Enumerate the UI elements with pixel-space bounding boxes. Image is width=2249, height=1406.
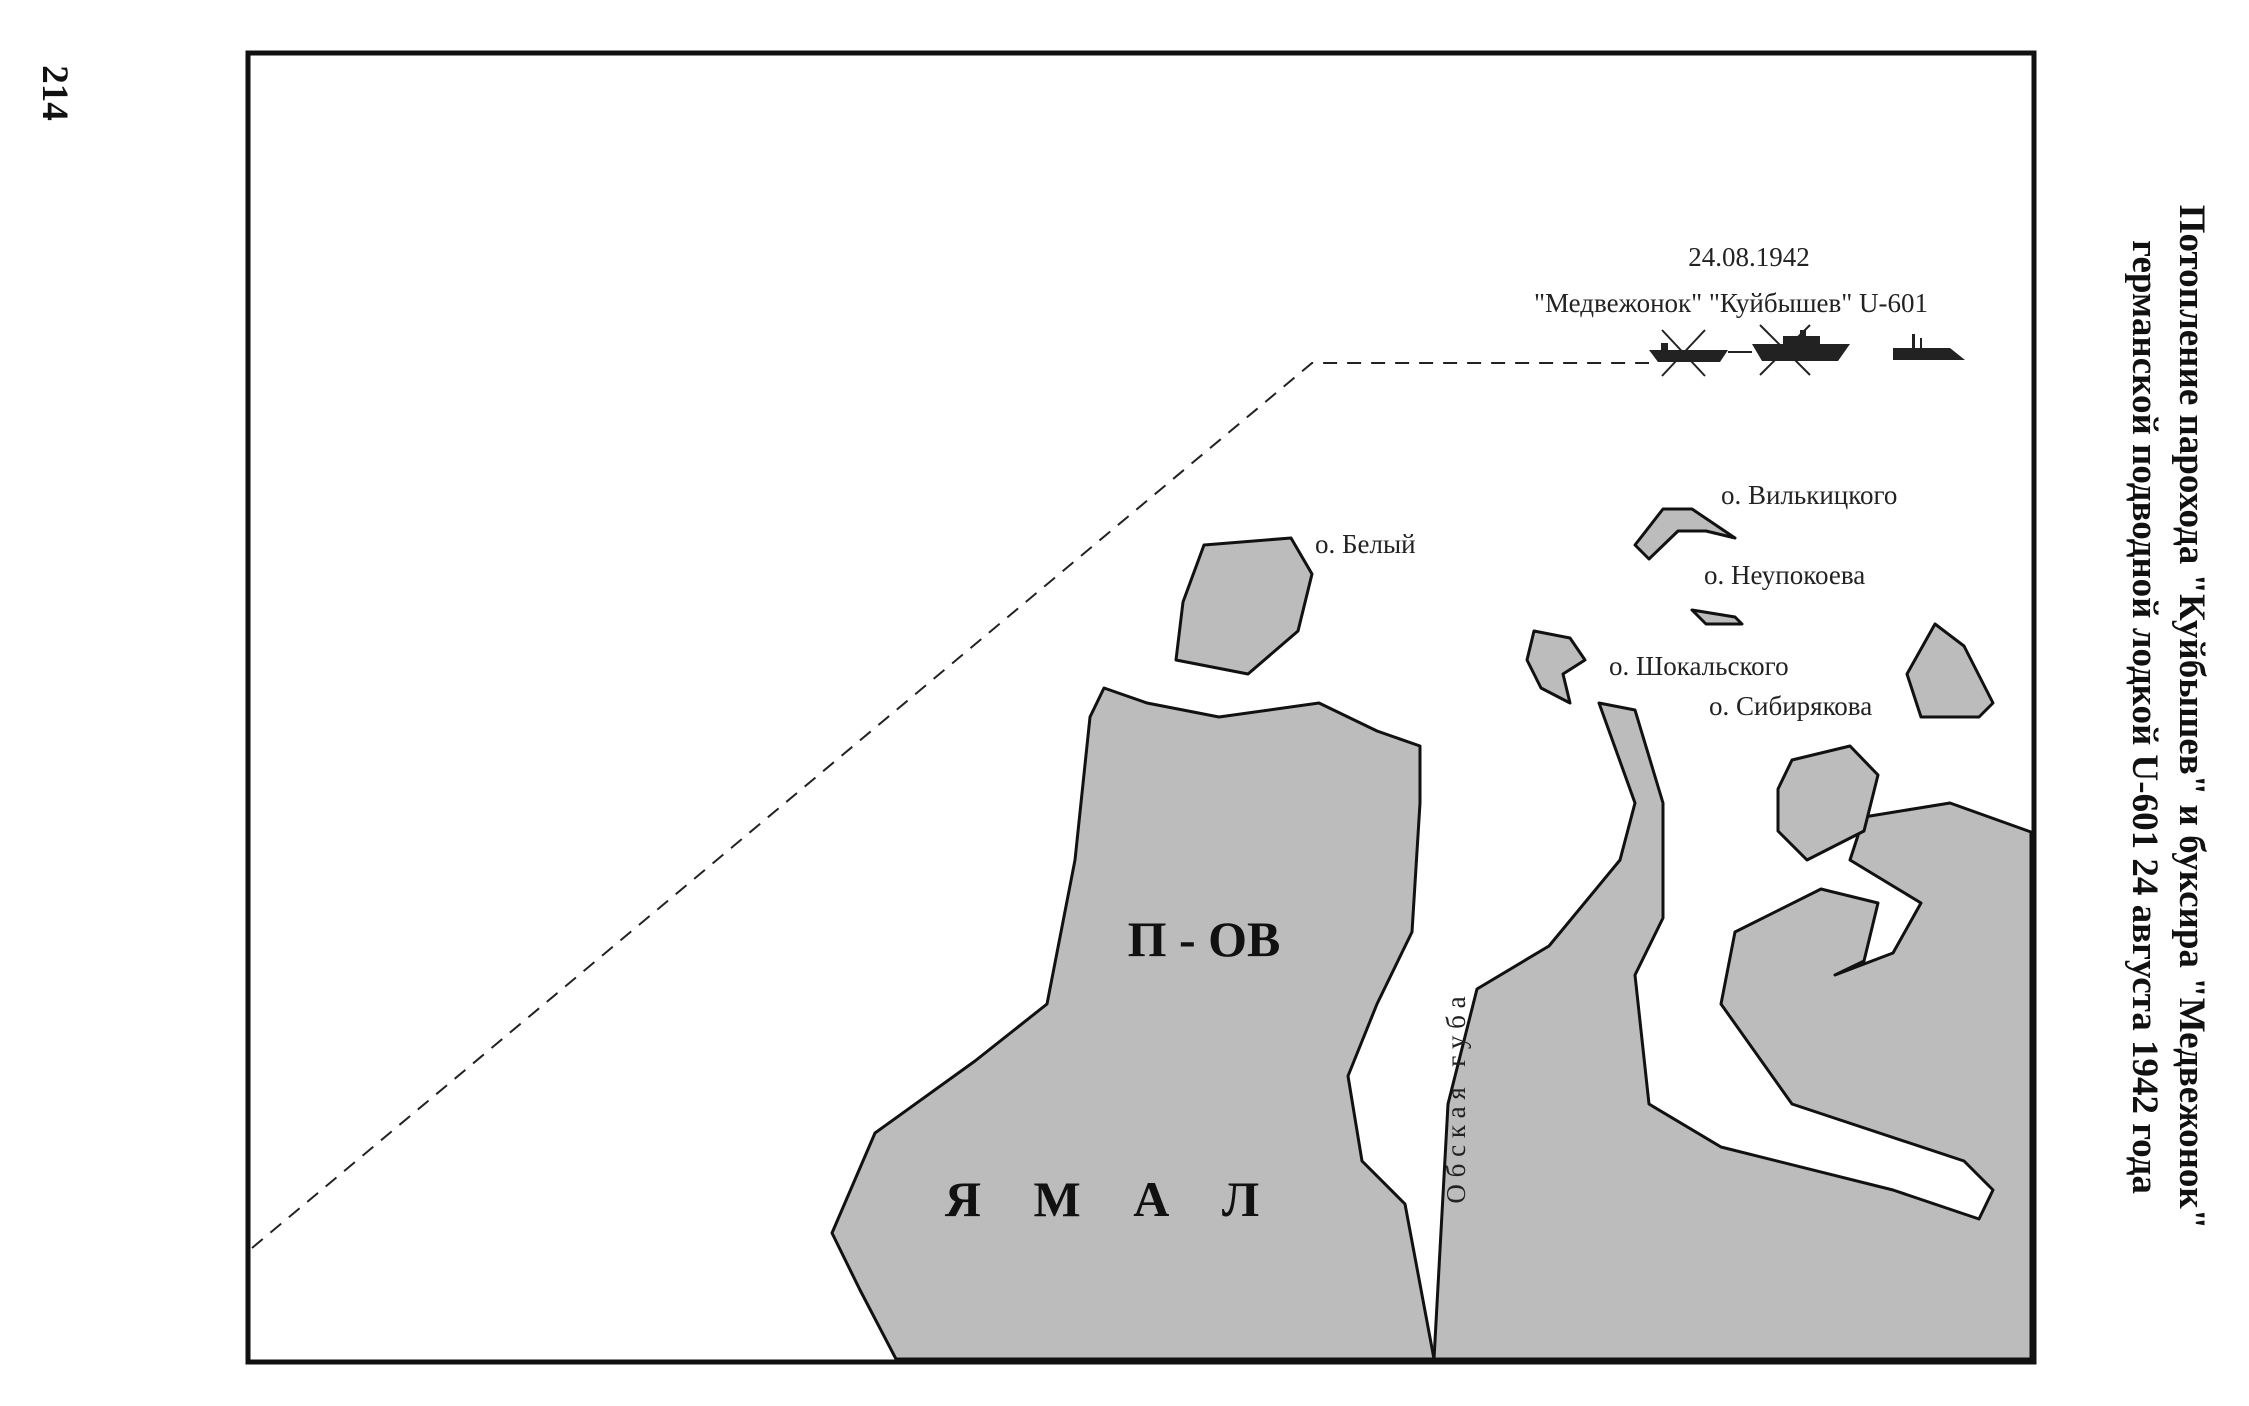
shokalsky-island [1525, 629, 1587, 705]
event-ships: "Медвежонок" "Куйбышев" U-601 [1534, 288, 1928, 318]
map-title-line2: германской подводной лодкой U-601 24 авг… [2124, 240, 2165, 1194]
bely-island [1174, 536, 1314, 676]
label-sibiryakova: о. Сибирякова [1709, 691, 1872, 721]
ship-kuibyshev-icon [1752, 324, 1850, 376]
label-yamal: Я М А Л [945, 1171, 1279, 1227]
label-ob-bay: О б с к а я г у б а [1441, 996, 1471, 1203]
yamal-peninsula [830, 686, 1436, 1361]
label-bely: о. Белый [1315, 529, 1416, 559]
vilkitsky-island [1633, 507, 1737, 561]
label-peninsula: П - ОВ [1128, 911, 1281, 967]
event-date: 24.08.1942 [1688, 242, 1810, 272]
east-island [1905, 622, 1995, 719]
gydan-peninsula [1432, 701, 2033, 1361]
map-title-line1: Потопление парохода "Куйбышев" и буксира… [2171, 205, 2212, 1230]
label-shokalsky: о. Шокальского [1609, 651, 1789, 681]
route-line [251, 362, 1649, 1249]
submarine-u601-icon [1893, 334, 1965, 360]
label-neupokoeva: о. Неупокоева [1704, 560, 1865, 590]
neupokoeva-island [1690, 608, 1744, 626]
label-vilkitsky: о. Вилькицкого [1721, 480, 1897, 510]
ship-medvezhonok-icon [1649, 329, 1728, 377]
sibiryakova-island [1776, 744, 1880, 862]
page-number: 214 [34, 65, 75, 121]
